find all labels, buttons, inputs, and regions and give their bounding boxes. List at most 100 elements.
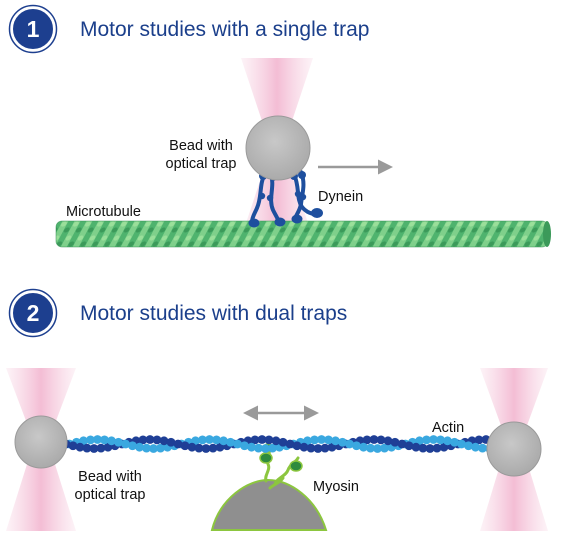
actin-subunit bbox=[362, 435, 372, 445]
actin-subunit bbox=[418, 443, 428, 453]
actin-subunit bbox=[75, 442, 85, 452]
actin-subunit bbox=[194, 443, 204, 453]
actin-subunit bbox=[299, 442, 309, 452]
section-1-title: Motor studies with a single trap bbox=[80, 18, 369, 41]
actin-subunit bbox=[107, 436, 116, 446]
actin-subunit bbox=[383, 436, 393, 446]
actin-subunit bbox=[89, 444, 99, 453]
actin-subunit bbox=[474, 435, 484, 445]
actin-subunit bbox=[324, 435, 333, 445]
actin-subunit bbox=[250, 435, 260, 445]
actin-subunit bbox=[68, 441, 78, 451]
actin-subunit bbox=[145, 435, 155, 444]
actin-subunit bbox=[128, 441, 137, 451]
actin-subunit bbox=[135, 442, 144, 452]
bead-left bbox=[14, 415, 68, 469]
actin-subunit bbox=[96, 443, 106, 453]
bead-label-2-line2: optical trap bbox=[75, 487, 146, 503]
actin-subunit bbox=[152, 435, 162, 445]
actin-subunit bbox=[166, 437, 176, 447]
actin-subunit bbox=[376, 435, 386, 445]
actin-subunit bbox=[397, 439, 407, 449]
actin-subunit bbox=[156, 443, 165, 453]
actin-subunit bbox=[436, 435, 445, 445]
actin-subunit bbox=[138, 435, 148, 445]
actin-subunit bbox=[306, 443, 316, 453]
actin-subunit bbox=[159, 436, 169, 446]
actin-subunit bbox=[432, 443, 442, 453]
actin-subunit bbox=[219, 436, 228, 446]
microtubule bbox=[55, 220, 551, 248]
actin-subunit bbox=[82, 443, 92, 453]
actin-subunit bbox=[404, 441, 414, 451]
actin-subunit bbox=[254, 443, 263, 453]
actin-subunit bbox=[443, 436, 452, 446]
actin-subunit bbox=[240, 441, 249, 451]
section-1-badge bbox=[11, 7, 55, 51]
actin-subunit bbox=[359, 442, 368, 452]
actin-subunit bbox=[425, 444, 435, 453]
actin-subunit bbox=[352, 441, 361, 451]
actin-subunit bbox=[429, 435, 438, 444]
dynein-label: Dynein bbox=[318, 189, 363, 205]
section-2-title: Motor studies with dual traps bbox=[80, 302, 347, 325]
actin-subunit bbox=[380, 443, 389, 453]
actin-subunit bbox=[173, 439, 183, 449]
actin-subunit bbox=[149, 444, 158, 453]
section-1-header: 1 Motor studies with a single trap bbox=[8, 4, 369, 54]
myosin-label: Myosin bbox=[313, 479, 359, 495]
actin-subunit bbox=[205, 435, 214, 444]
microtubule-label: Microtubule bbox=[66, 204, 141, 220]
actin-subunit bbox=[226, 437, 235, 447]
actin-subunit bbox=[93, 435, 102, 444]
actin-subunit bbox=[450, 437, 459, 447]
actin-subunit bbox=[268, 443, 277, 453]
actin-subunit bbox=[345, 439, 354, 449]
actin-subunit bbox=[422, 435, 431, 445]
actin-subunit bbox=[320, 443, 330, 453]
section-1-number: 1 bbox=[27, 16, 40, 42]
actin-subunit bbox=[261, 444, 270, 453]
actin-subunit bbox=[390, 437, 400, 447]
actin-subunit bbox=[180, 441, 190, 451]
actin-subunit bbox=[247, 442, 256, 452]
bead-1 bbox=[245, 115, 311, 181]
bead-right bbox=[486, 421, 542, 477]
actin-subunit bbox=[187, 442, 197, 452]
actin-subunit bbox=[257, 435, 267, 444]
actin-subunit bbox=[369, 435, 379, 444]
actin-subunit bbox=[201, 444, 211, 453]
actin-subunit bbox=[142, 443, 151, 453]
actin-subunit bbox=[292, 441, 302, 451]
actin-subunit bbox=[271, 436, 281, 446]
actin-subunit bbox=[411, 442, 421, 452]
actin-subunit bbox=[464, 441, 473, 451]
actin-subunit bbox=[373, 444, 382, 453]
section-2-header: 2 Motor studies with dual traps bbox=[8, 288, 347, 338]
actin-subunit bbox=[212, 435, 221, 445]
actin-subunit bbox=[331, 436, 340, 446]
actin-subunit bbox=[121, 439, 130, 449]
myosin-surface bbox=[210, 478, 328, 531]
bead-label-1-line2: optical trap bbox=[166, 156, 237, 172]
actin-subunit bbox=[478, 443, 487, 453]
section-2-badge bbox=[11, 291, 55, 335]
bead-label-2-line1: Bead with bbox=[78, 469, 142, 485]
actin-subunit bbox=[338, 437, 347, 447]
actin-subunit bbox=[100, 435, 109, 445]
actin-subunit bbox=[285, 439, 295, 449]
actin-subunit bbox=[233, 439, 242, 449]
actin-subunit bbox=[310, 435, 319, 445]
actin-subunit bbox=[457, 439, 466, 449]
actin-label: Actin bbox=[432, 420, 464, 436]
actin-subunit bbox=[264, 435, 274, 445]
actin-subunit bbox=[114, 437, 123, 447]
actin-subunit bbox=[278, 437, 288, 447]
actin-subunit bbox=[366, 443, 375, 453]
actin-subunit bbox=[471, 442, 480, 452]
actin-subunit bbox=[313, 444, 323, 453]
actin-subunit bbox=[86, 435, 95, 445]
section-2-number: 2 bbox=[27, 300, 40, 326]
bead-label-1-line1: Bead with bbox=[169, 138, 233, 154]
